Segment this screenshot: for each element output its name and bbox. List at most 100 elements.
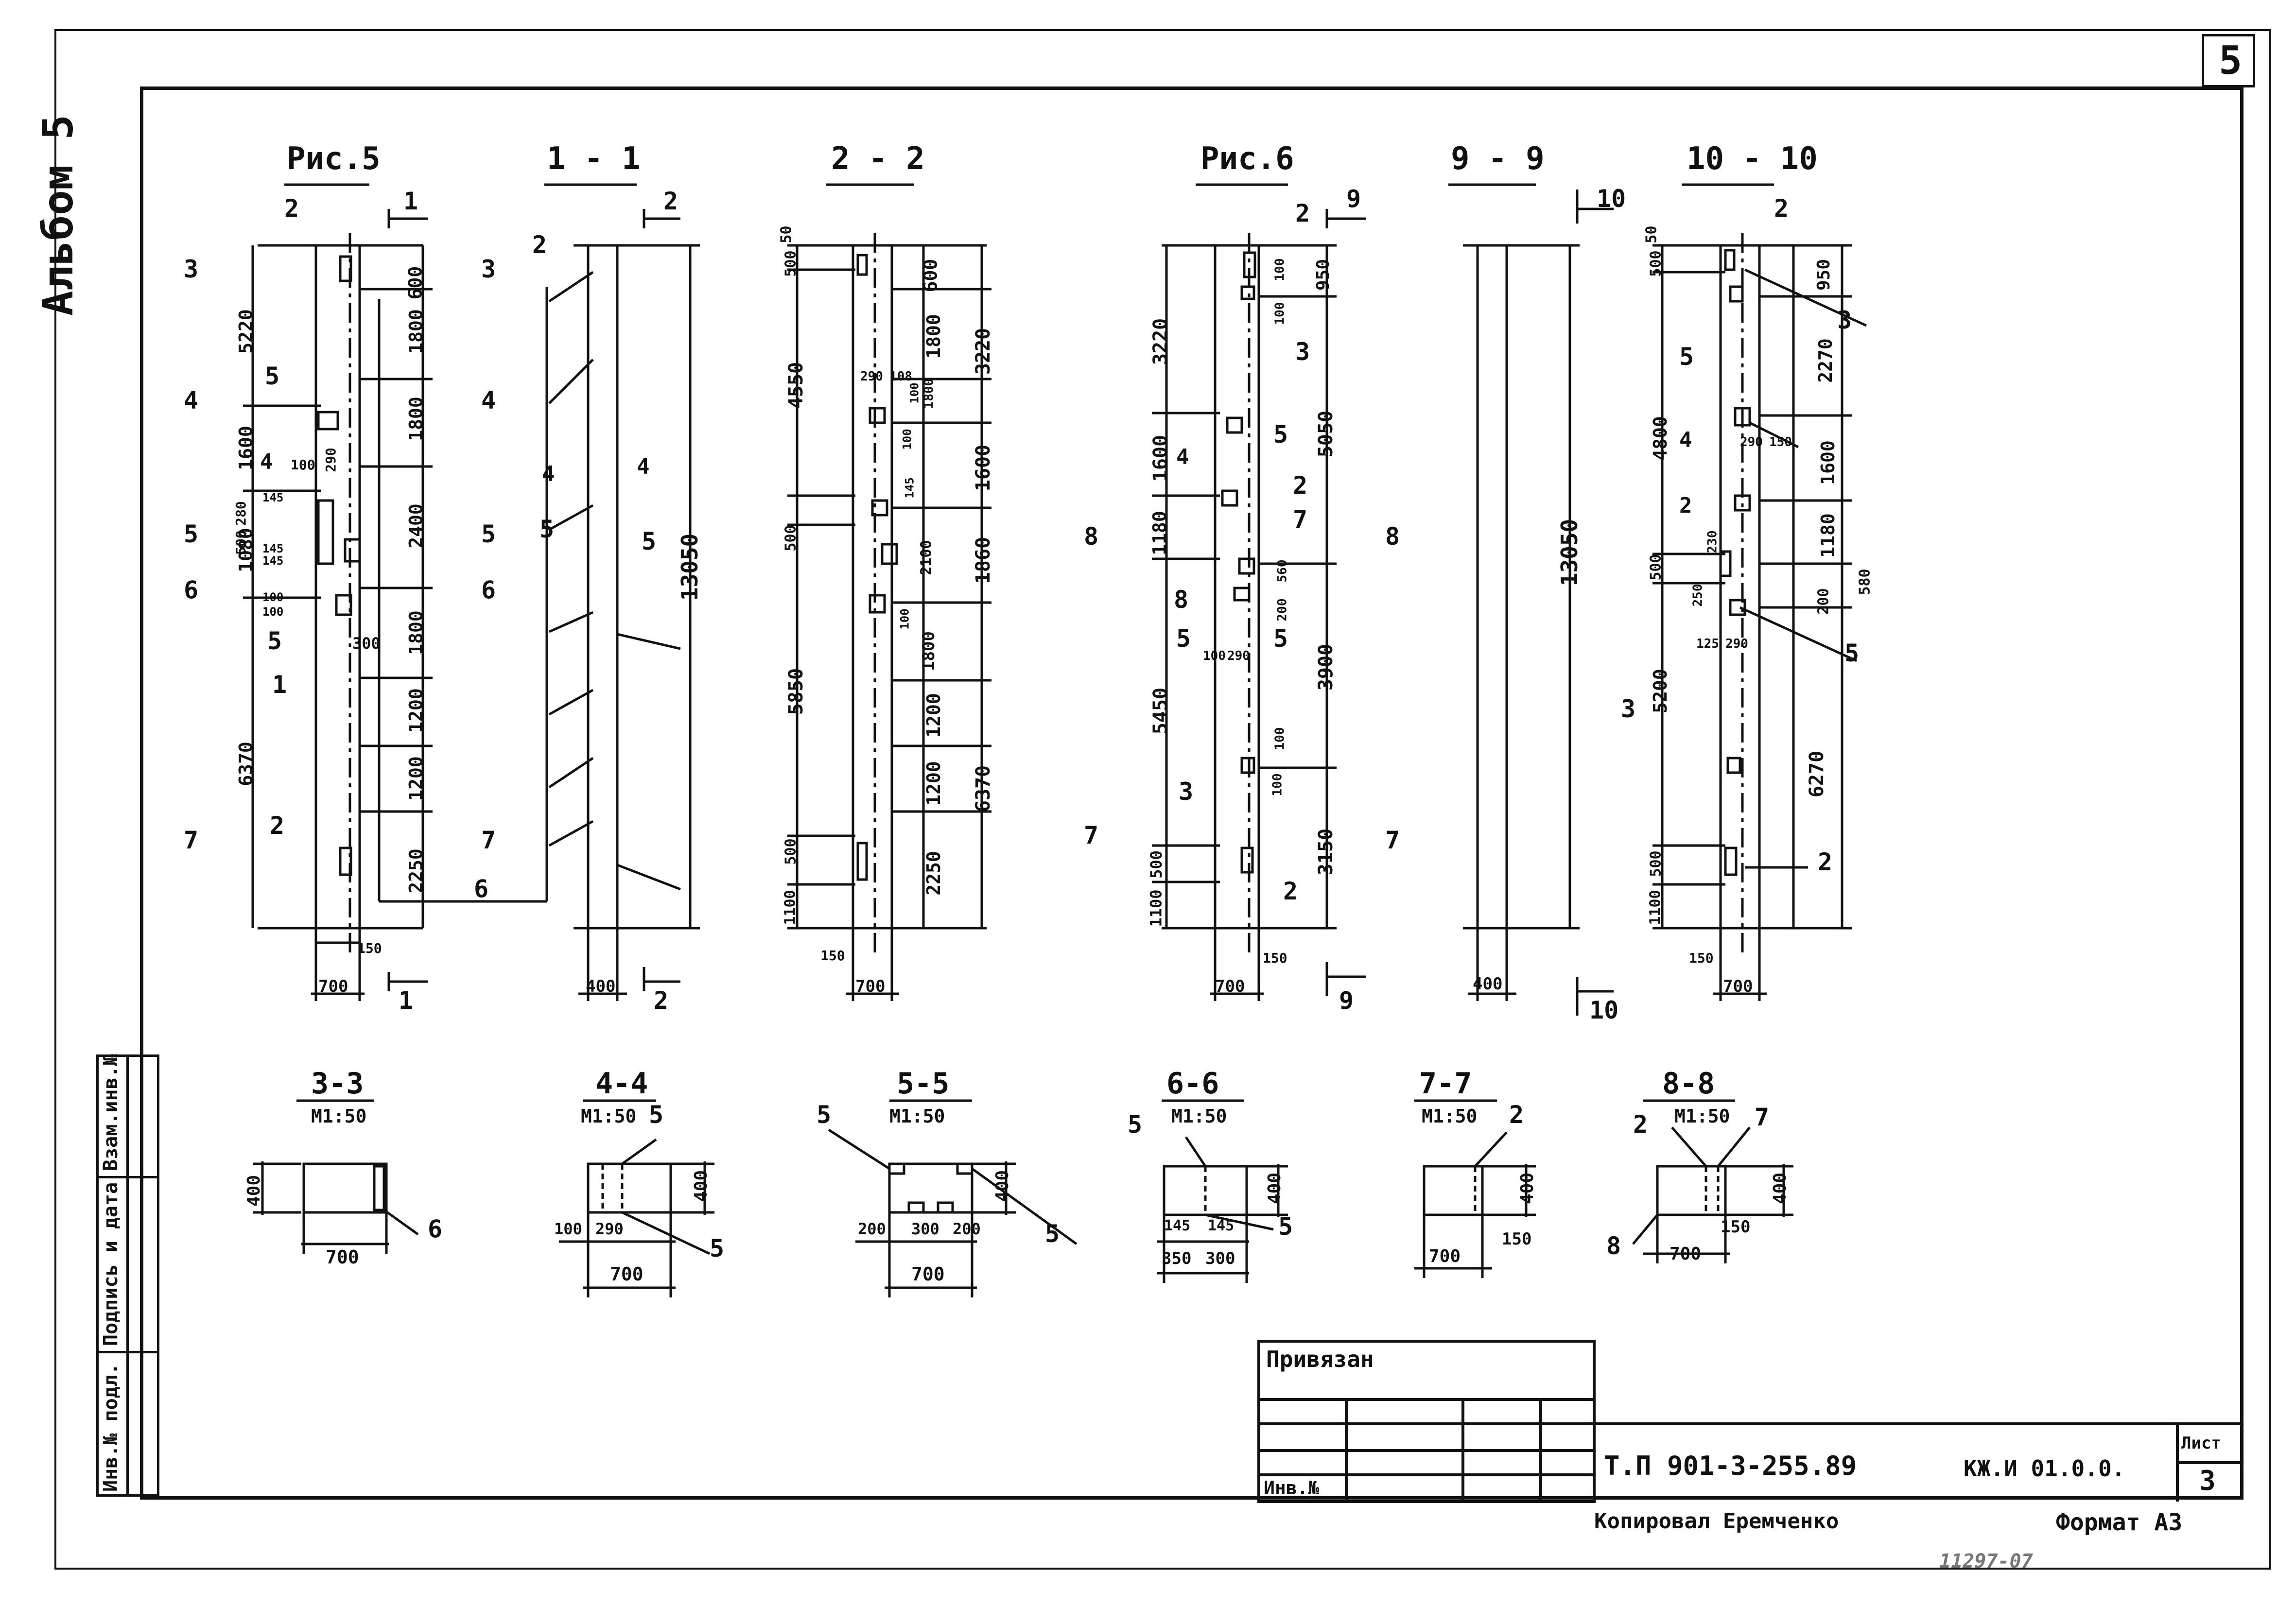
callout-6: 6 bbox=[474, 875, 489, 903]
dim-label: 3150 bbox=[1315, 828, 1338, 876]
dim-label: 600 bbox=[404, 266, 426, 300]
dim-label: 400 bbox=[244, 1175, 264, 1207]
cut-mark-4: 4 bbox=[481, 386, 496, 415]
dim-label: 145 bbox=[1208, 1217, 1235, 1234]
cut-mark-5: 5 bbox=[184, 520, 199, 548]
dim-label: 3220 bbox=[972, 328, 995, 375]
callout-5: 5 bbox=[1844, 639, 1860, 667]
dim-label: 108 bbox=[889, 369, 912, 384]
section-mark-10: 10 bbox=[1597, 185, 1626, 213]
dim-label: 5850 bbox=[785, 668, 808, 715]
dim-label: 200 bbox=[858, 1220, 886, 1238]
dim-label: 580 bbox=[1856, 569, 1874, 595]
dim-label: 100 bbox=[1272, 302, 1287, 325]
sec66-title: 6-6 bbox=[1166, 1067, 1219, 1101]
dim-label: 950 bbox=[1313, 259, 1334, 291]
sec55-scale: М1:50 bbox=[889, 1106, 945, 1127]
ris6-title: Рис.6 bbox=[1200, 141, 1294, 177]
section-mark-9: 9 bbox=[1346, 185, 1361, 213]
dim-label: 50 bbox=[778, 225, 795, 243]
callout-5: 5 bbox=[1176, 624, 1191, 653]
callout-4: 4 bbox=[1679, 428, 1692, 452]
dim-label: 2100 bbox=[918, 540, 935, 575]
dim-label: 150 bbox=[1769, 435, 1792, 449]
sec77-shape bbox=[1414, 1131, 1536, 1278]
callout-2: 2 bbox=[1818, 848, 1833, 876]
ris5-ticks bbox=[243, 288, 433, 813]
dim-label: 300 bbox=[1205, 1249, 1235, 1268]
dim-label: 6270 bbox=[1806, 750, 1828, 798]
dim-label: 13050 bbox=[1556, 518, 1583, 587]
title-block bbox=[1257, 1340, 2241, 1503]
dim-label: 1200 bbox=[405, 756, 427, 801]
dim-label: 145 bbox=[262, 491, 284, 504]
dim-label: 100 bbox=[554, 1220, 582, 1238]
dim-label: 145 bbox=[1164, 1217, 1191, 1234]
corner-number-box bbox=[2202, 34, 2255, 87]
dim-label: 100 bbox=[1272, 258, 1287, 281]
dim-label: 100 bbox=[1270, 773, 1285, 796]
sec1010-column bbox=[1719, 244, 1761, 930]
drawing-frame bbox=[140, 86, 2244, 1500]
cut-mark-6: 6 bbox=[184, 576, 199, 604]
section-mark-2: 2 bbox=[663, 187, 678, 215]
dim-label: 150 bbox=[1689, 950, 1714, 966]
callout-5: 5 bbox=[1273, 420, 1288, 449]
callout-6: 6 bbox=[428, 1215, 443, 1243]
dim-label: 1100 bbox=[1647, 890, 1664, 925]
callout-5: 5 bbox=[1679, 343, 1694, 371]
privyazan-label: Привязан bbox=[1266, 1346, 1374, 1372]
sec22-column bbox=[852, 244, 893, 930]
dim-label: 400 bbox=[1770, 1172, 1791, 1205]
callout-5: 5 bbox=[710, 1234, 725, 1262]
ris5-column bbox=[314, 244, 361, 930]
bottom-code: 11297-07 bbox=[1939, 1550, 2033, 1572]
callout-3: 3 bbox=[1179, 778, 1194, 806]
dim-label: 1600 bbox=[1149, 434, 1172, 482]
dim-label: 100 bbox=[898, 608, 912, 630]
dim-label: 50 bbox=[1643, 225, 1660, 243]
dim-label: 700 bbox=[1429, 1246, 1461, 1266]
callout-2: 2 bbox=[532, 231, 547, 259]
section-mark-2: 2 bbox=[654, 986, 669, 1015]
copied-by: Копировал Еремченко bbox=[1594, 1509, 1839, 1534]
section-mark-10: 10 bbox=[1589, 996, 1619, 1024]
dim-label: 145 bbox=[262, 542, 284, 555]
dim-label: 350 bbox=[1162, 1249, 1192, 1268]
dim-label: 500 bbox=[1647, 850, 1665, 877]
sec33-shape bbox=[253, 1161, 419, 1254]
dim-label: 500 bbox=[782, 838, 800, 865]
dim-label: 290 bbox=[860, 369, 883, 384]
dim-label: 3220 bbox=[1149, 318, 1172, 365]
dim-label: 290 bbox=[595, 1220, 624, 1238]
callout-4: 4 bbox=[637, 454, 650, 479]
dim-label: 4550 bbox=[785, 362, 808, 409]
sec55-shape bbox=[828, 1128, 1078, 1297]
callout-4: 4 bbox=[260, 449, 273, 474]
dim-label: 700 bbox=[610, 1263, 644, 1285]
dim-label: 200 bbox=[1815, 588, 1832, 615]
dim-label: 2250 bbox=[405, 848, 427, 893]
sec44-scale: М1:50 bbox=[581, 1106, 637, 1127]
dim-label: 5220 bbox=[235, 309, 257, 354]
cut-mark-7: 7 bbox=[1084, 821, 1099, 849]
dim-label: 150 bbox=[1502, 1229, 1532, 1249]
dim-label: 290 bbox=[1227, 649, 1250, 663]
dim-label: 600 bbox=[920, 259, 941, 293]
format-label: Формат А3 bbox=[2056, 1509, 2183, 1536]
dim-label: 6370 bbox=[972, 765, 995, 812]
dim-label: 300 bbox=[352, 634, 381, 653]
dim-label: 125 bbox=[1696, 637, 1719, 651]
sec88-scale: М1:50 bbox=[1674, 1106, 1730, 1127]
callout-7: 7 bbox=[1293, 505, 1308, 534]
sec88-title: 8-8 bbox=[1662, 1067, 1715, 1101]
dim-label: 1200 bbox=[922, 693, 944, 738]
dim-label: 400 bbox=[1473, 974, 1503, 994]
dim-label: 2250 bbox=[922, 851, 944, 896]
callout-2: 2 bbox=[284, 194, 299, 223]
cut-mark-3: 3 bbox=[481, 255, 496, 283]
section-mark-1: 1 bbox=[403, 187, 418, 215]
dim-label: 400 bbox=[1517, 1172, 1538, 1205]
dim-label: 1800 bbox=[405, 309, 427, 354]
callout-5: 5 bbox=[267, 627, 282, 655]
